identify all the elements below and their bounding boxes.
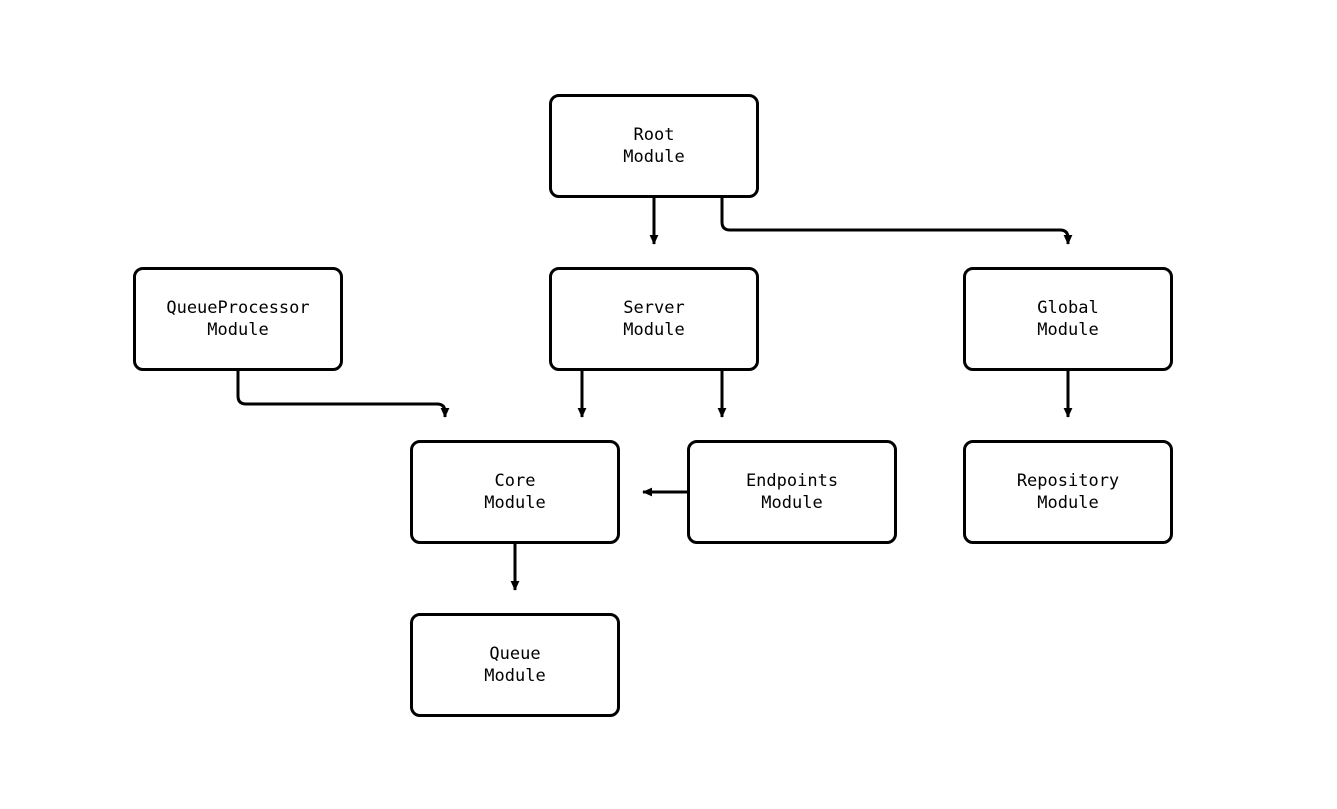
node-endpoints-module-label: Endpoints Module — [745, 471, 839, 513]
node-server-module-label: Server Module — [623, 298, 685, 340]
node-queueprocessor-module[interactable]: QueueProcessor Module — [133, 267, 343, 371]
node-repository-module-label: Repository Module — [1016, 471, 1120, 513]
node-global-module[interactable]: Global Module — [963, 267, 1173, 371]
edge-root-to-global — [720, 198, 1073, 245]
node-queue-module[interactable]: Queue Module — [410, 613, 620, 717]
node-repository-module[interactable]: Repository Module — [963, 440, 1173, 544]
node-core-module[interactable]: Core Module — [410, 440, 620, 544]
node-core-module-label: Core Module — [484, 471, 546, 513]
node-endpoints-module[interactable]: Endpoints Module — [687, 440, 897, 544]
node-server-module[interactable]: Server Module — [549, 267, 759, 371]
node-global-module-label: Global Module — [1037, 298, 1099, 340]
node-root-module-label: Root Module — [623, 125, 685, 167]
node-queueprocessor-module-label: QueueProcessor Module — [166, 298, 310, 340]
edge-queueprocessor-to-core — [236, 371, 450, 418]
node-root-module[interactable]: Root Module — [549, 94, 759, 198]
node-queue-module-label: Queue Module — [484, 644, 546, 686]
